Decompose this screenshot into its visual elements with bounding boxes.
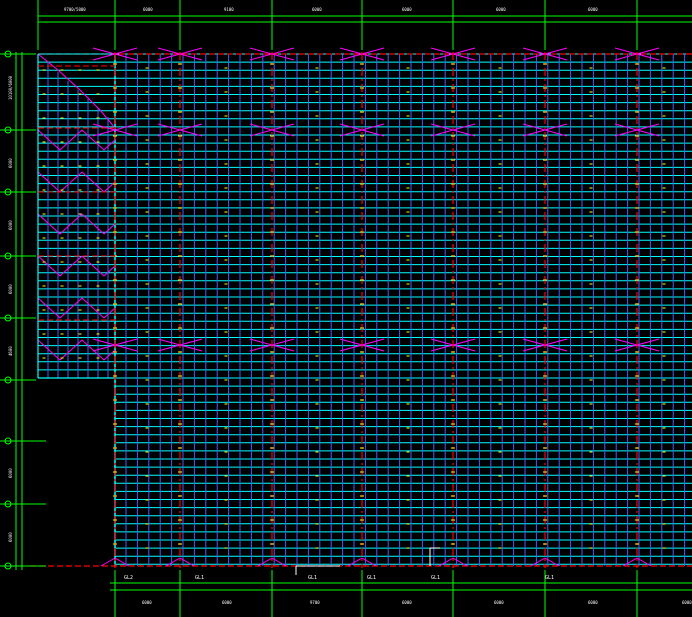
rafter-tag-2: GL1 [195,575,204,581]
bottom-dimension-1: 6000 [142,600,152,605]
axis-bubble [4,188,12,196]
rafter-layer [38,52,666,568]
rafter-tag-5: GL1 [431,575,440,581]
axis-bubble [4,376,12,384]
bottom-brace [636,557,652,567]
purlin-layer [30,53,692,567]
bottom-brace [257,557,273,567]
rafter-tag-4: GL1 [367,575,376,581]
top-dimension-2: 6000 [143,7,153,12]
top-dimension-1: 9700/5000 [64,7,86,12]
left-dimension-7: 6000 [8,532,13,542]
x-brace-diagonal [249,123,295,137]
axis-bubble [4,500,12,508]
wing-zigzag-brace [37,339,116,361]
wing-zigzag-brace [37,297,116,319]
wing-diagonal-edge [37,53,116,129]
axis-bubble [4,314,12,322]
x-brace-diagonal [92,123,138,137]
wing-zigzag-brace [37,129,116,151]
top-dimension-5: 6000 [402,7,412,12]
left-dimension-2: 6000 [8,158,13,168]
bottom-brace [530,557,546,567]
bottom-brace [622,557,638,567]
left-dimension-1: 10100/6000 [8,75,13,100]
top-dimension-7: 6000 [588,7,598,12]
axis-bubble [4,437,12,445]
left-dimension-6: 6000 [8,468,13,478]
rafter-tag-1: GL2 [124,575,133,581]
wing-zigzag-brace [37,255,116,277]
left-dimension-3: 6000 [8,220,13,230]
top-dimension-4: 6000 [312,7,322,12]
bottom-brace [361,557,377,567]
bottom-dimension-7: 6000 [682,600,692,605]
bottom-dimension-5: 6000 [494,600,504,605]
bottom-brace [544,557,560,567]
axis-bubble [4,562,12,570]
left-dimension-4: 6000 [8,284,13,294]
x-brace-diagonal [157,123,203,137]
x-brace-diagonal [430,123,476,137]
axis-bubble [4,126,12,134]
x-brace-diagonal [522,123,568,137]
x-brace-diagonal [339,123,385,137]
bottom-brace [100,557,116,567]
bottom-brace [438,557,454,567]
top-dimension-3: 9100 [224,7,234,12]
wing-zigzag-brace [37,171,116,193]
bottom-brace [347,557,363,567]
bottom-brace [165,557,181,567]
bottom-brace [179,557,195,567]
left-wing-layer [37,53,116,379]
bottom-brace [271,557,287,567]
left-dimension-5: 4600 [8,346,13,356]
x-brace-diagonal [614,123,660,137]
rafter-tag-6: GL1 [545,575,554,581]
bottom-dimension-6: 6000 [588,600,598,605]
axis-bubble [4,252,12,260]
bottom-brace [114,557,130,567]
annotation-layer: 9700/5000 6000 9100 6000 6000 6000 6000 … [8,7,692,605]
bottom-dimension-4: 6000 [402,600,412,605]
axis-bubble [4,50,12,58]
top-dimension-6: 6000 [496,7,506,12]
bottom-dimension-2: 6000 [222,600,232,605]
wing-zigzag-brace [37,213,116,235]
rafter-tag-3: GL1 [308,575,317,581]
bottom-dimension-3: 9700 [310,600,320,605]
bottom-brace [452,557,468,567]
